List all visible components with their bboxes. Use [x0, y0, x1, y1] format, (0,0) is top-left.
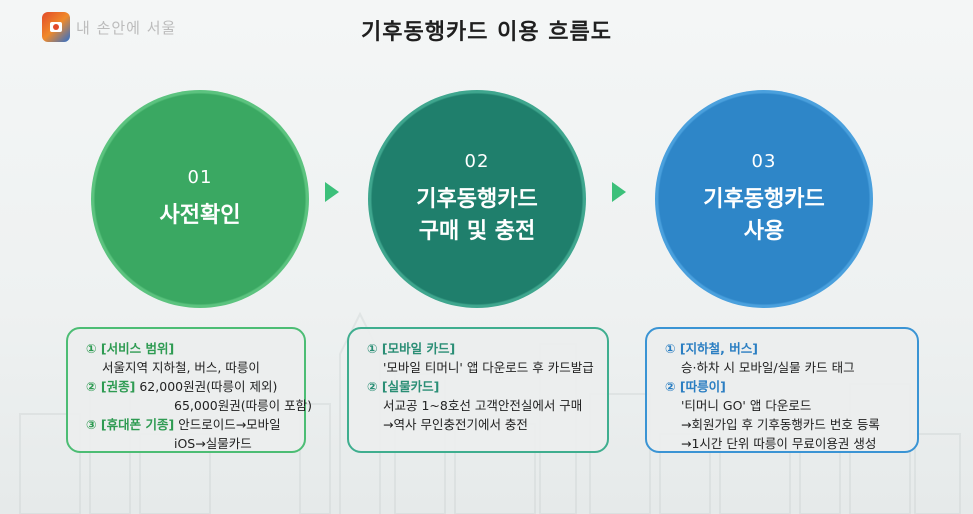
phone-type-heading: ③ [휴대폰 기종] [86, 417, 175, 432]
ticket-type-65000: 65,000원권(따릉이 포함) [174, 398, 312, 413]
seoul-logo: 내 손안에 서울 [42, 12, 176, 42]
step-1-number: 01 [187, 166, 213, 188]
mobile-card-heading: ① [모바일 카드] [367, 341, 456, 356]
bike-text-1: '티머니 GO' 앱 다운로드 [681, 398, 812, 413]
step-2-number: 02 [464, 150, 490, 172]
step-3-circle: 03 기후동행카드 사용 [655, 90, 873, 308]
subway-bus-heading: ① [지하철, 버스] [665, 341, 758, 356]
logo-text: 내 손안에 서울 [76, 18, 177, 37]
service-range-heading: ① [서비스 범위] [86, 341, 175, 356]
ticket-type-62000: 62,000원권(따릉이 제외) [139, 379, 278, 394]
step-3-number: 03 [751, 150, 777, 172]
bike-text-3: →1시간 단위 따릉이 무료이용권 생성 [681, 436, 877, 451]
use-info-box: ① [지하철, 버스] 승·하차 시 모바일/실물 카드 태그 ② [따릉이] … [645, 327, 919, 453]
ticket-type-heading: ② [권종] [86, 379, 136, 394]
physical-card-text-2: →역사 무인충전기에서 충전 [383, 417, 528, 432]
mobile-card-text: '모바일 티머니' 앱 다운로드 후 카드발급 [383, 360, 594, 375]
physical-card-text-1: 서교공 1~8호선 고객안전실에서 구매 [383, 398, 583, 413]
step-2-circle: 02 기후동행카드 구매 및 충전 [368, 90, 586, 308]
physical-card-heading: ② [실물카드] [367, 379, 440, 394]
purchase-info-box: ① [모바일 카드] '모바일 티머니' 앱 다운로드 후 카드발급 ② [실물… [347, 327, 609, 453]
step-1-circle: 01 사전확인 [91, 90, 309, 308]
phone-type-android: 안드로이드→모바일 [178, 417, 281, 432]
service-info-box: ① [서비스 범위] 서울지역 지하철, 버스, 따릉이 ② [권종] 62,0… [66, 327, 312, 453]
arrow-right-icon [325, 182, 339, 202]
step-3-name-line-2: 사용 [743, 218, 785, 244]
step-1-name: 사전확인 [159, 202, 241, 228]
phone-type-ios: iOS→실물카드 [174, 436, 252, 451]
bike-heading: ② [따릉이] [665, 379, 726, 394]
step-2-name-line-2: 구매 및 충전 [418, 218, 536, 244]
page-title: 기후동행카드 이용 흐름도 [361, 20, 612, 45]
step-3-name-line-1: 기후동행카드 [703, 186, 825, 212]
step-2-name-line-1: 기후동행카드 [416, 186, 538, 212]
service-range-text: 서울지역 지하철, 버스, 따릉이 [102, 360, 260, 375]
subway-bus-text: 승·하차 시 모바일/실물 카드 태그 [681, 360, 855, 375]
arrow-right-icon [612, 182, 626, 202]
bike-text-2: →회원가입 후 기후동행카드 번호 등록 [681, 417, 880, 432]
seoul-logo-icon [42, 12, 70, 42]
